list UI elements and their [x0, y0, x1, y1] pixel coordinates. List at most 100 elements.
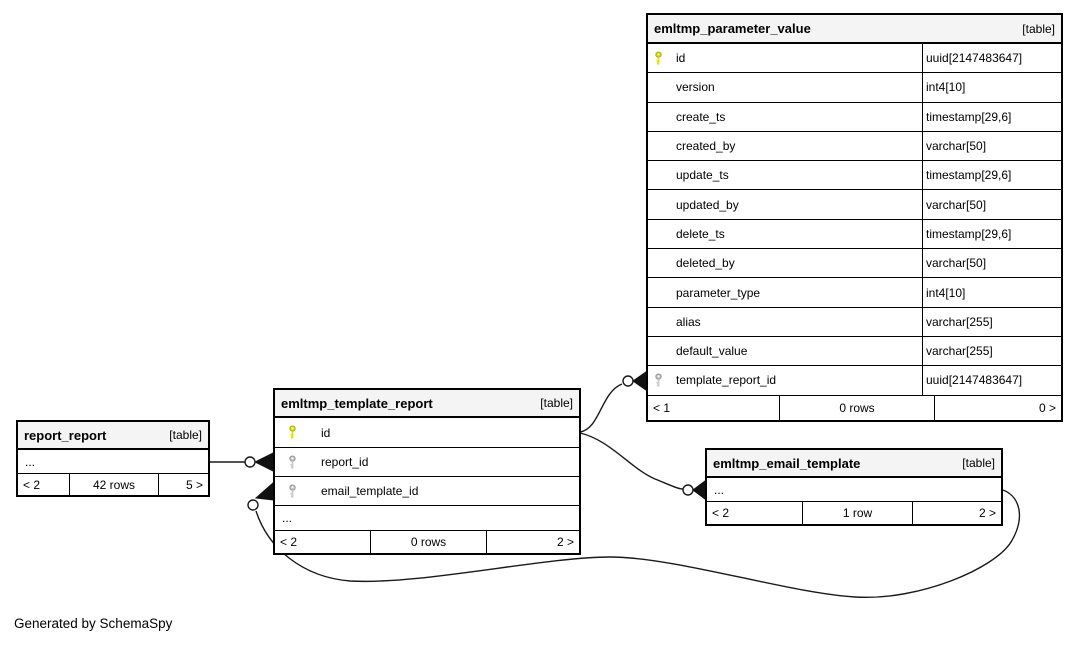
footer-children-count: 5 > — [185, 477, 203, 492]
relationship-line — [255, 489, 1021, 599]
column-name: created_by — [676, 139, 736, 154]
column-type: varchar[50] — [922, 131, 1061, 161]
column-name: parameter_type — [676, 285, 761, 300]
column-type: timestamp[29,6] — [922, 161, 1061, 190]
primary-key-icon — [655, 51, 662, 65]
footer-rows-count: 0 rows — [371, 531, 487, 553]
table-title[interactable]: report_report — [24, 427, 107, 443]
table-title[interactable]: emltmp_email_template — [713, 455, 861, 471]
column-type: varchar[50] — [922, 190, 1061, 219]
ellipsis-text: ... — [714, 482, 725, 497]
generated-by-credit: Generated by SchemaSpy — [14, 616, 173, 631]
table-emltmp-parameter-value[interactable]: emltmp_parameter_value [table] id uuid[2… — [646, 13, 1063, 422]
ellipsis-text: ... — [282, 511, 293, 525]
key-cell — [275, 484, 321, 499]
key-cell — [648, 373, 676, 388]
footer-rows-count: 42 rows — [70, 474, 159, 495]
column-type: int4[10] — [922, 278, 1061, 307]
column-name: template_report_id — [676, 373, 777, 388]
zero-or-many-circle-icon — [247, 499, 259, 511]
column-type: uuid[2147483647] — [922, 366, 1061, 395]
table-report-report[interactable]: report_report [table] ... < 2 42 rows 5 … — [16, 420, 210, 497]
footer-parents-count: < 1 — [648, 395, 780, 420]
hidden-columns-ellipsis: ... — [275, 506, 579, 531]
table-badge: [table] — [962, 456, 995, 470]
table-header: emltmp_template_report [table] — [275, 390, 579, 418]
footer-children-count: 2 > — [978, 506, 996, 520]
column-name: email_template_id — [321, 484, 419, 498]
table-footer: < 2 42 rows 5 > — [18, 474, 208, 495]
crowfoot-icon — [632, 371, 647, 391]
column-row: updated_by varchar[50] — [648, 190, 1061, 220]
column-name: version — [676, 80, 715, 95]
column-row: report_id — [275, 448, 579, 477]
zero-or-many-circle-icon — [682, 484, 694, 496]
primary-key-icon — [289, 425, 296, 439]
column-name: delete_ts — [676, 226, 725, 241]
crowfoot-icon — [254, 481, 274, 501]
footer-parents-count: < 2 — [707, 502, 803, 524]
column-row: email_template_id — [275, 477, 579, 506]
table-badge: [table] — [1022, 21, 1055, 36]
key-cell — [648, 51, 676, 66]
foreign-key-icon — [289, 484, 296, 498]
table-header: emltmp_email_template [table] — [707, 450, 1001, 478]
column-type: varchar[255] — [922, 336, 1061, 366]
table-footer: < 2 0 rows 2 > — [275, 531, 579, 553]
table-badge: [table] — [540, 396, 573, 410]
footer-parents-count: < 2 — [18, 474, 70, 495]
key-cell — [275, 455, 321, 470]
table-title[interactable]: emltmp_parameter_value — [654, 21, 811, 36]
foreign-key-icon — [289, 455, 296, 469]
column-type: uuid[2147483647] — [922, 44, 1061, 73]
table-emltmp-email-template[interactable]: emltmp_email_template [table] ... < 2 1 … — [705, 448, 1003, 526]
column-name: alias — [676, 314, 701, 329]
footer-children-count: 2 > — [556, 535, 574, 549]
footer-rows-count: 1 row — [803, 502, 913, 524]
table-footer: < 2 1 row 2 > — [707, 502, 1001, 524]
key-cell — [275, 425, 321, 440]
column-type: timestamp[29,6] — [922, 219, 1061, 249]
column-type: timestamp[29,6] — [922, 102, 1061, 131]
table-footer: < 1 0 rows 0 > — [648, 395, 1061, 420]
table-header: emltmp_parameter_value [table] — [648, 15, 1061, 44]
column-name: update_ts — [676, 168, 729, 183]
relationship-line — [579, 432, 684, 490]
table-header: report_report [table] — [18, 422, 208, 450]
crowfoot-icon — [692, 480, 706, 500]
column-row: parameter_type int4[10] — [648, 278, 1061, 308]
footer-parents-count: < 2 — [275, 531, 371, 553]
hidden-columns-ellipsis: ... — [18, 450, 208, 474]
column-row: version int4[10] — [648, 73, 1061, 103]
footer-children-count: 0 > — [1038, 400, 1056, 415]
zero-or-many-circle-icon — [244, 456, 256, 468]
column-name: updated_by — [676, 197, 739, 212]
foreign-key-icon — [655, 373, 662, 387]
column-name: deleted_by — [676, 256, 735, 271]
column-row: template_report_id uuid[2147483647] — [648, 366, 1061, 396]
column-name: create_ts — [676, 109, 726, 124]
column-name: default_value — [676, 344, 748, 359]
table-emltmp-template-report[interactable]: emltmp_template_report [table] id report… — [273, 388, 581, 555]
column-name: report_id — [321, 455, 369, 469]
table-title[interactable]: emltmp_template_report — [281, 395, 433, 411]
column-row: alias varchar[255] — [648, 307, 1061, 337]
column-name: id — [676, 51, 686, 66]
column-type: varchar[255] — [922, 307, 1061, 336]
hidden-columns-ellipsis: ... — [707, 478, 1001, 502]
table-badge: [table] — [169, 428, 202, 442]
column-row: id — [275, 418, 579, 448]
crowfoot-icon — [253, 452, 274, 472]
column-type: varchar[50] — [922, 249, 1061, 278]
column-row: delete_ts timestamp[29,6] — [648, 219, 1061, 250]
column-row: created_by varchar[50] — [648, 131, 1061, 162]
relationship-line — [579, 383, 623, 433]
column-type: int4[10] — [922, 73, 1061, 102]
zero-or-many-circle-icon — [622, 375, 634, 387]
column-row: id uuid[2147483647] — [648, 44, 1061, 74]
ellipsis-text: ... — [25, 454, 36, 469]
column-row: default_value varchar[255] — [648, 336, 1061, 367]
column-row: update_ts timestamp[29,6] — [648, 161, 1061, 191]
